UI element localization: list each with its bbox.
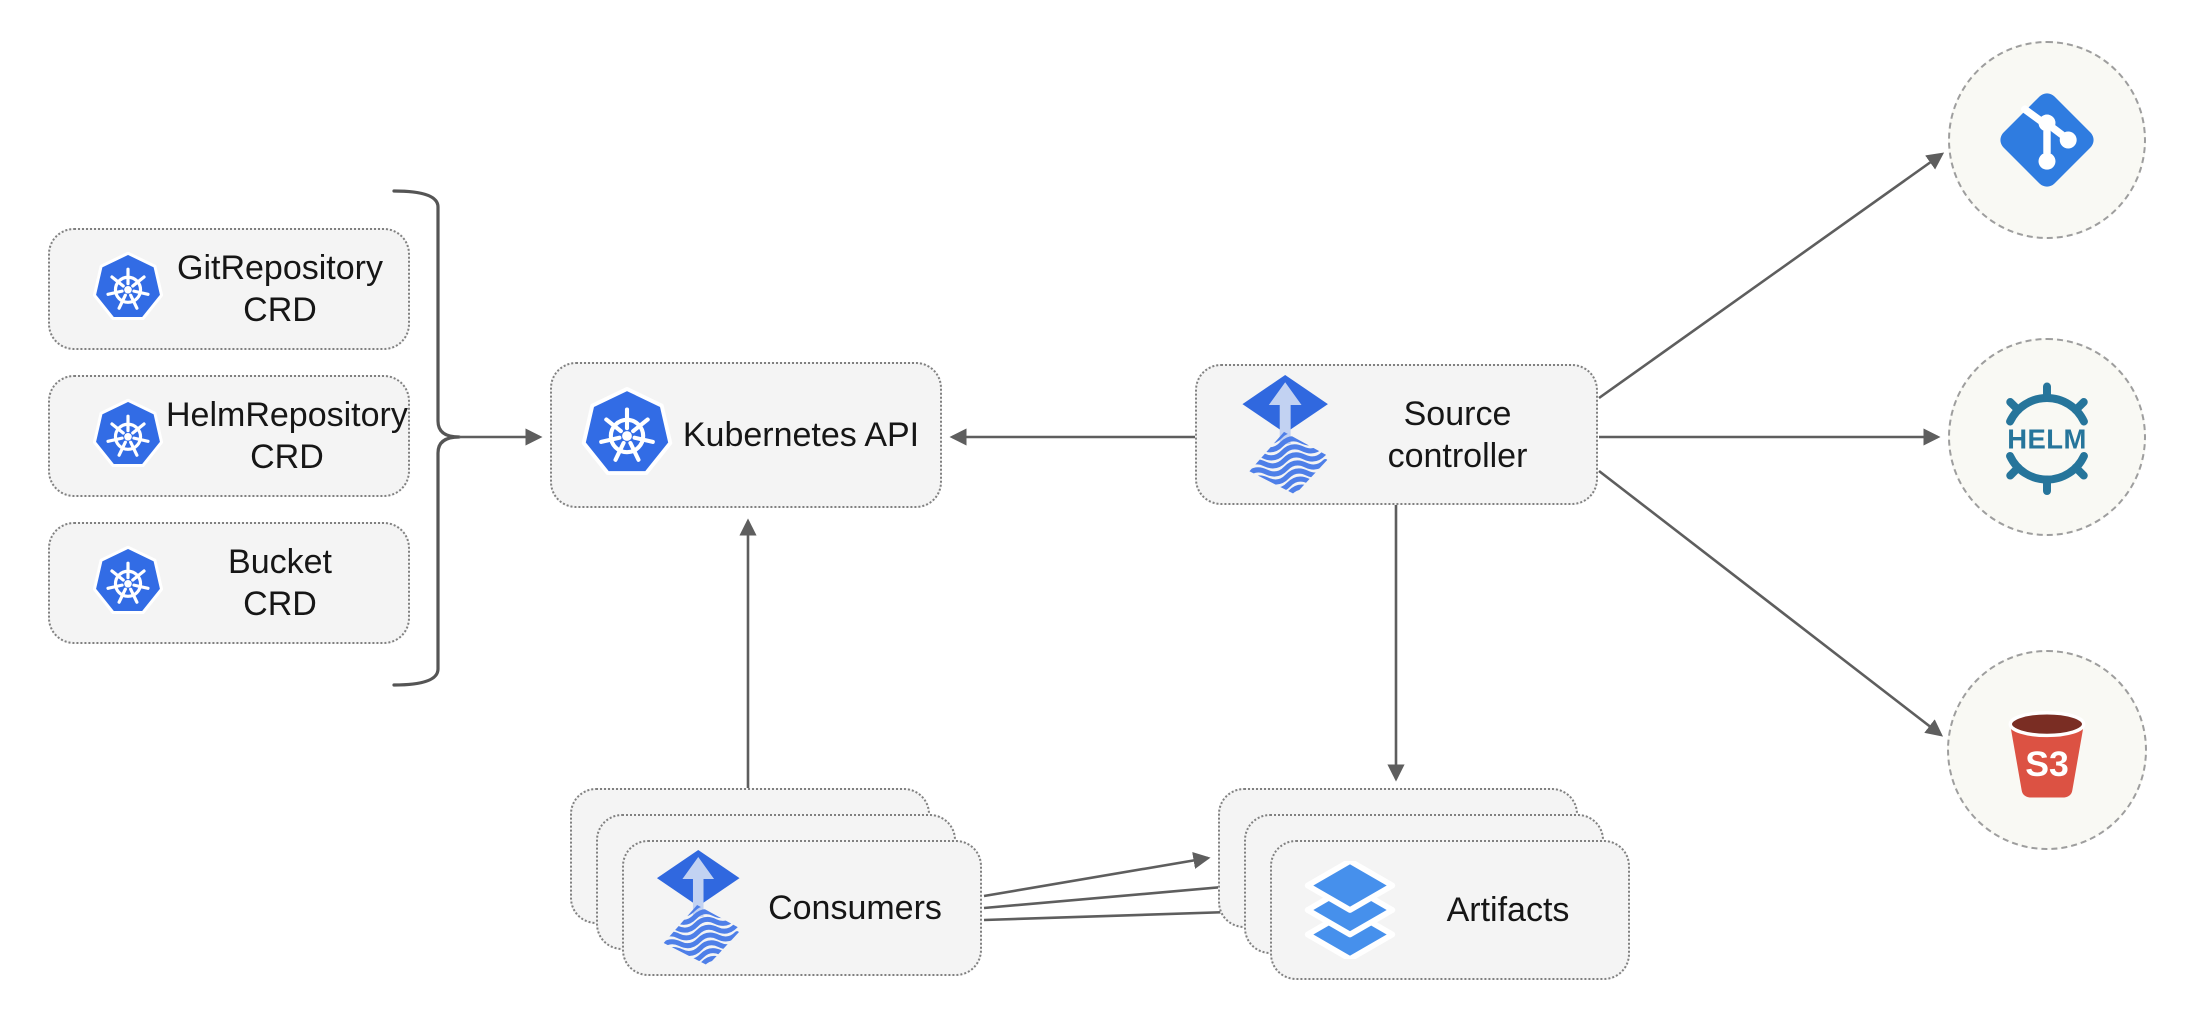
helm-logo-text: HELM [2007,424,2087,455]
node-gitrepository-crd: GitRepository CRD [48,228,410,350]
layers-icon [1272,861,1402,959]
node-kubernetes-api: Kubernetes API [550,362,942,508]
endpoint-git [1948,41,2146,239]
node-bucket-crd: Bucket CRD [48,522,410,644]
flux-icon [624,850,744,966]
node-artifacts: Artifacts [1270,840,1630,980]
edge-consumers-to-artifacts-1 [983,851,1211,898]
kubernetes-icon [50,251,166,327]
node-label: HelmRepository CRD [166,396,408,476]
node-label: Artifacts [1446,891,1570,929]
kubernetes-icon [552,386,676,484]
node-label: Bucket CRD [228,543,332,623]
node-label: Source controller [1387,394,1528,475]
edge-consumers-to-artifacts-3 [983,902,1263,922]
flux-icon [1197,375,1333,495]
endpoint-s3: S3 [1947,650,2147,850]
kubernetes-icon [50,545,166,621]
node-label: Consumers [768,889,942,927]
git-icon [1994,87,2100,193]
s3-bucket-icon: S3 [1993,696,2101,804]
node-consumers: Consumers [622,840,982,976]
endpoint-helm: HELM [1948,338,2146,536]
edge-source-to-s3 [1598,469,1944,737]
s3-logo-text: S3 [2025,744,2069,784]
node-label: Kubernetes API [682,416,920,454]
node-label: GitRepository CRD [177,249,383,329]
node-helmrepository-crd: HelmRepository CRD [48,375,410,497]
edge-consumers-to-artifacts-2 [983,878,1237,910]
helm-icon: HELM [1985,375,2109,499]
edge-source-to-git [1598,152,1945,400]
node-source-controller: Source controller [1195,364,1598,505]
kubernetes-icon [50,398,166,474]
